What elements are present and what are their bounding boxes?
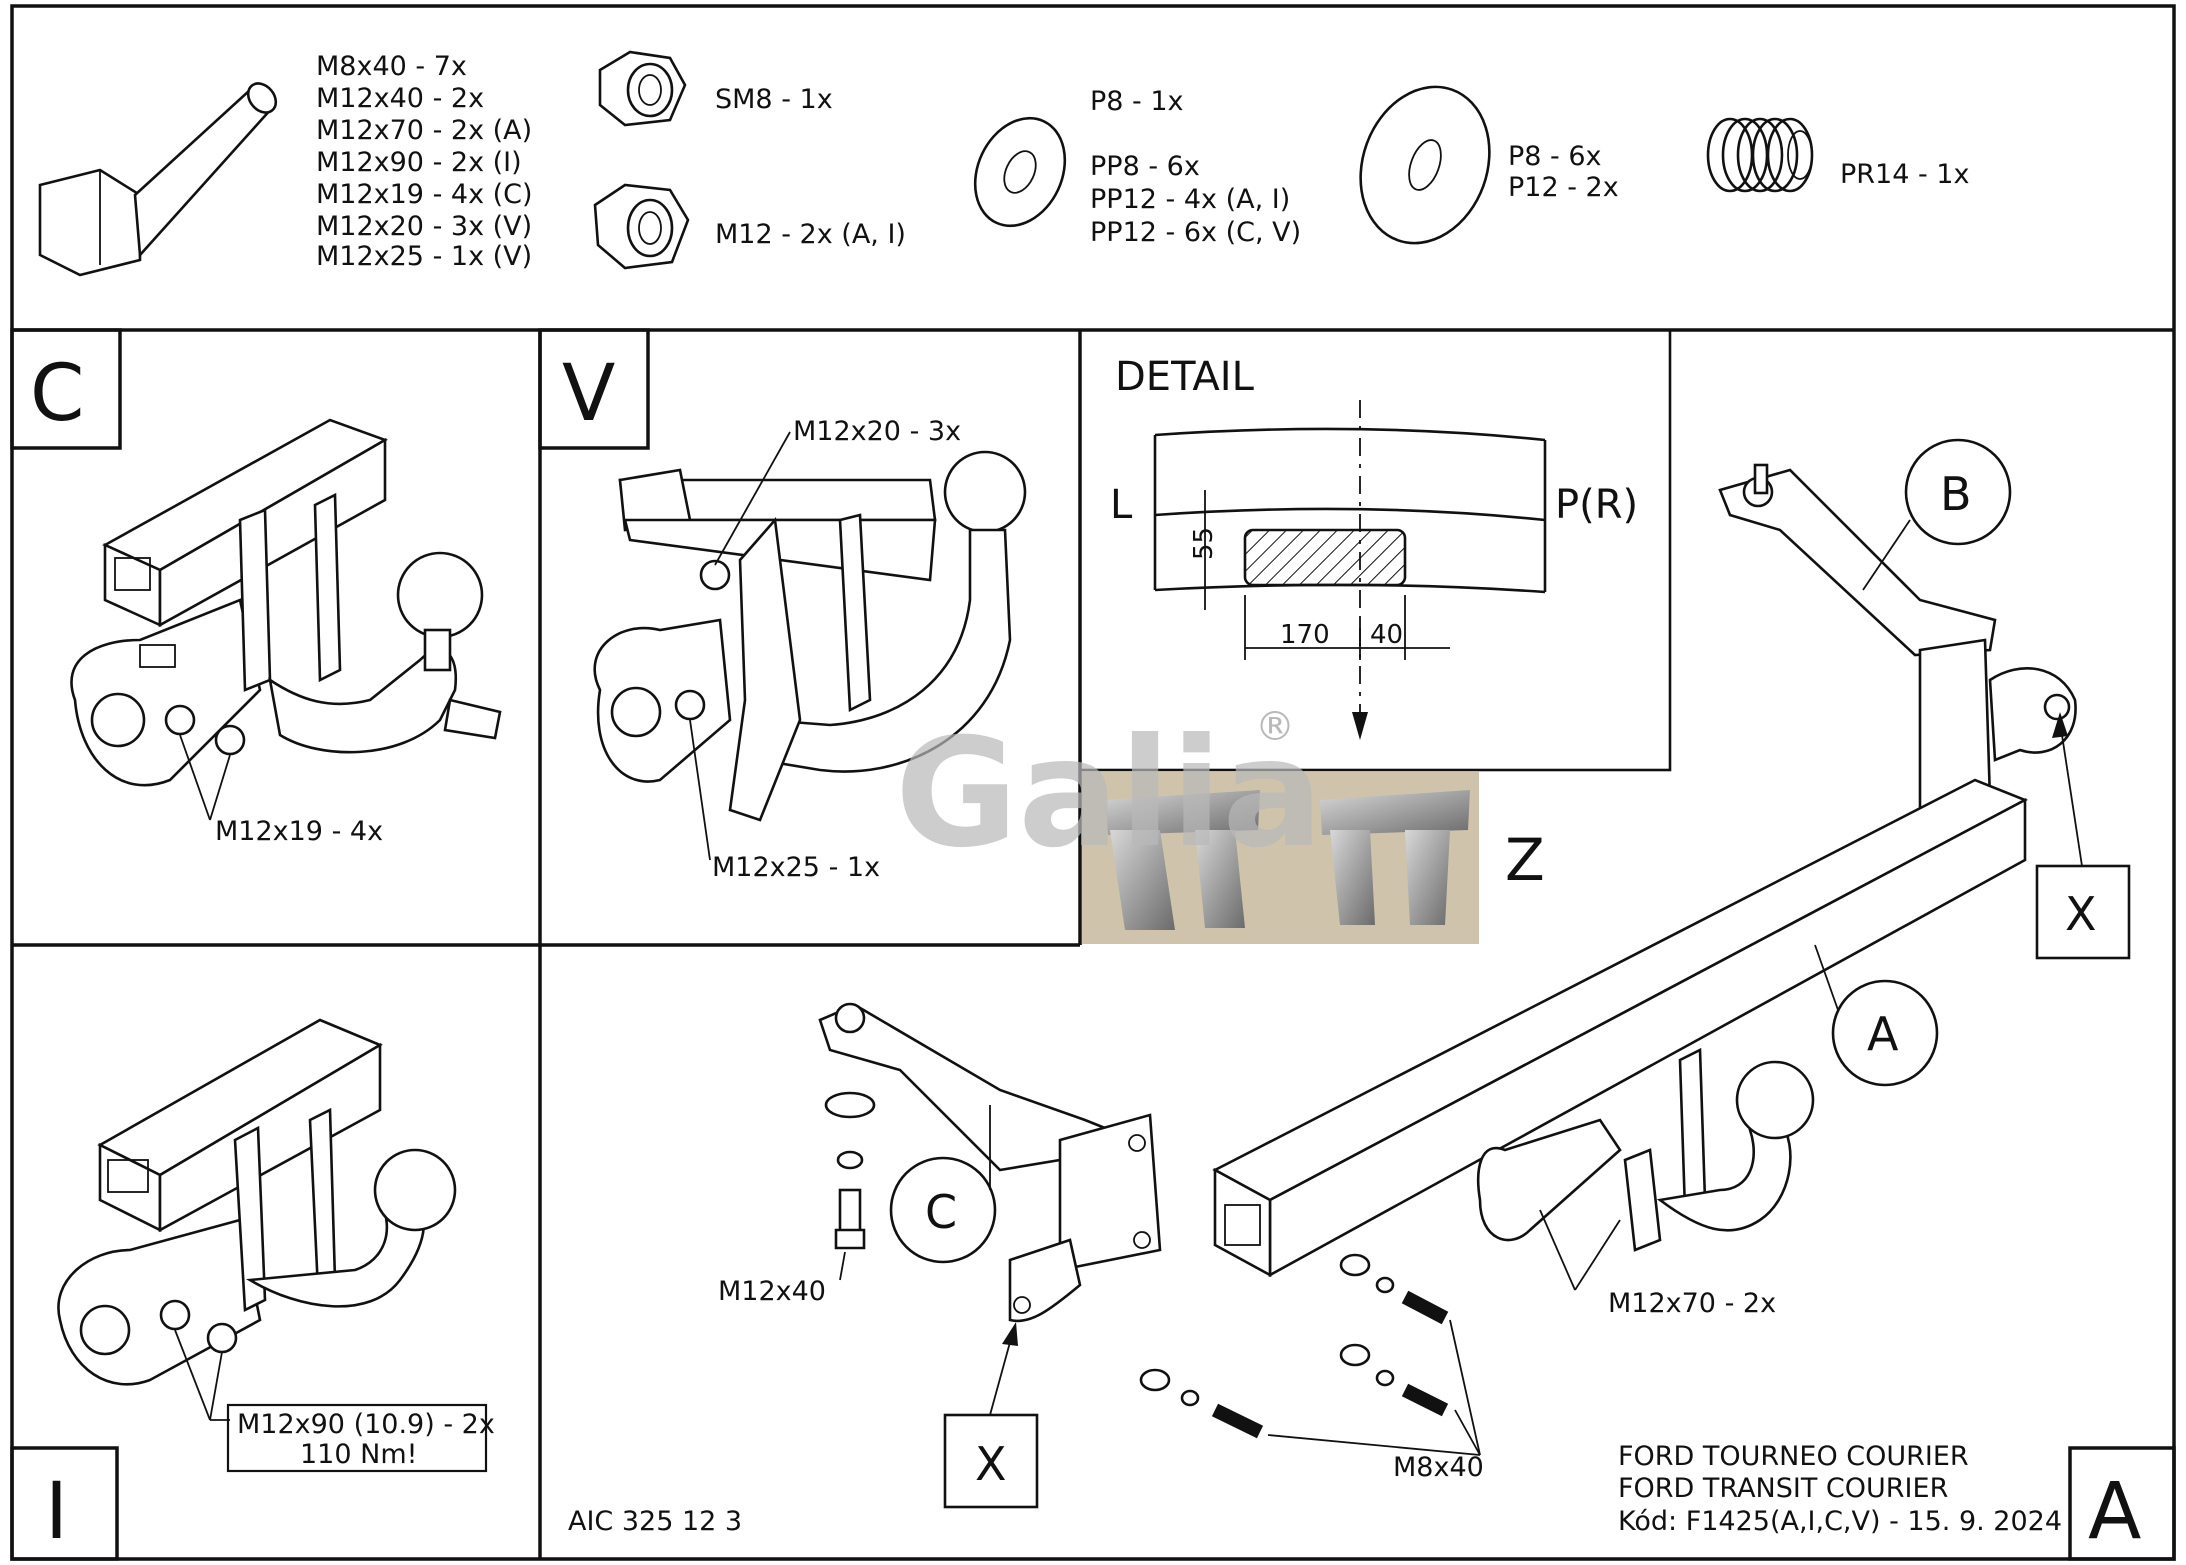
detail-label-p: P(R) bbox=[1555, 482, 1638, 528]
detail-title: DETAIL bbox=[1115, 354, 1255, 400]
spring-label: PR14 - 1x bbox=[1840, 159, 1969, 190]
detail-dim-40: 40 bbox=[1370, 620, 1403, 650]
panel-i-towbar-drawing bbox=[57, 1018, 457, 1386]
registered-mark-icon: ® bbox=[1255, 704, 1295, 750]
washer-pp12-cv: PP12 - 6x (C, V) bbox=[1090, 217, 1301, 248]
x-marker-right-label: X bbox=[2065, 887, 2097, 941]
bolt-m12x20: M12x20 - 3x (V) bbox=[316, 211, 532, 242]
panel-v-towbar-drawing bbox=[593, 450, 1027, 822]
panel-i-letter: I bbox=[45, 1467, 68, 1557]
callout-c bbox=[889, 1105, 997, 1264]
x-marker-left bbox=[943, 1322, 1039, 1509]
detail-dim-170: 170 bbox=[1280, 620, 1330, 650]
bolt-m12x90: M12x90 - 2x (I) bbox=[316, 147, 522, 178]
nut-sm8-label: SM8 - 1x bbox=[715, 84, 833, 115]
bolt-m12x40: M12x40 - 2x bbox=[316, 83, 484, 114]
lock-nut-icon bbox=[598, 50, 687, 127]
spring-icon bbox=[1706, 117, 1814, 193]
galia-watermark: Galia bbox=[895, 707, 1323, 881]
callout-a bbox=[1814, 944, 1939, 1087]
main-m12x40-label: M12x40 bbox=[718, 1276, 826, 1307]
small-washer-icon bbox=[973, 116, 1067, 228]
main-assembly-drawing bbox=[818, 463, 2077, 1439]
panel-v-leaders bbox=[689, 431, 791, 861]
main-leaders bbox=[839, 1209, 1621, 1456]
bolt-m12x19: M12x19 - 4x (C) bbox=[316, 179, 533, 210]
panel-i-callout-line2: 110 Nm! bbox=[300, 1439, 417, 1470]
washer-pp12-ai: PP12 - 4x (A, I) bbox=[1090, 184, 1290, 215]
main-m8x40-label: M8x40 bbox=[1393, 1452, 1484, 1483]
bolt-icon bbox=[38, 82, 278, 277]
callout-c-label: C bbox=[925, 1185, 957, 1239]
detail-dim-55: 55 bbox=[1189, 527, 1219, 560]
panel-c-leaders bbox=[179, 734, 231, 821]
panel-i-callout-box bbox=[226, 1403, 488, 1473]
bolt-m8x40: M8x40 - 7x bbox=[316, 51, 467, 82]
detail-label-l: L bbox=[1110, 482, 1133, 528]
small-washer-list: P8 - 1x PP8 - 6x PP12 - 4x (A, I) PP12 -… bbox=[1090, 86, 1301, 248]
panel-v-callout-top: M12x20 - 3x bbox=[793, 416, 961, 447]
bolt-m12x70: M12x70 - 2x (A) bbox=[316, 115, 532, 146]
x-marker-right bbox=[2035, 712, 2131, 960]
main-m12x70-label: M12x70 - 2x bbox=[1608, 1288, 1776, 1319]
callout-b bbox=[1862, 438, 2012, 591]
detail-frame bbox=[1078, 328, 1672, 772]
bolt-list: M8x40 - 7x M12x40 - 2x M12x70 - 2x (A) M… bbox=[316, 51, 533, 272]
panel-v-callout-bottom: M12x25 - 1x bbox=[712, 852, 880, 883]
panel-c-callout: M12x19 - 4x bbox=[215, 816, 383, 847]
callout-b-label: B bbox=[1940, 467, 1972, 521]
panel-i-callout-line1: M12x90 (10.9) - 2x bbox=[237, 1409, 495, 1440]
vehicle-line-2: FORD TRANSIT COURIER bbox=[1618, 1473, 1948, 1504]
panel-c-towbar-drawing bbox=[70, 418, 502, 787]
kod-line: Kód: F1425(A,I,C,V) - 15. 9. 2024 bbox=[1618, 1506, 2062, 1537]
vehicle-line-1: FORD TOURNEO COURIER bbox=[1618, 1441, 1969, 1472]
panel-c-letter: C bbox=[30, 349, 84, 439]
panel-i-leaders bbox=[174, 1329, 230, 1421]
washer-large-p12: P12 - 2x bbox=[1508, 172, 1619, 203]
large-washer-icon bbox=[1359, 85, 1491, 245]
nut-m12-label: M12 - 2x (A, I) bbox=[715, 219, 906, 250]
washer-p8-label: P8 - 1x bbox=[1090, 86, 1184, 117]
callout-a-label: A bbox=[1867, 1007, 1899, 1061]
drawing-code: AIC 325 12 3 bbox=[568, 1506, 742, 1537]
large-washer-list: P8 - 6x P12 - 2x bbox=[1508, 141, 1619, 203]
washer-large-p8: P8 - 6x bbox=[1508, 141, 1602, 172]
panel-v-letter: V bbox=[562, 349, 615, 439]
bolt-m12x25: M12x25 - 1x (V) bbox=[316, 241, 532, 272]
detail-view-z: Z bbox=[1505, 826, 1545, 894]
panel-a-letter: A bbox=[2088, 1467, 2141, 1557]
washer-pp8-label: PP8 - 6x bbox=[1090, 151, 1200, 182]
hex-nut-icon bbox=[593, 183, 690, 270]
x-marker-left-label: X bbox=[975, 1437, 1007, 1491]
detail-section-drawing bbox=[1153, 400, 1547, 740]
bracket-photo bbox=[1082, 772, 1479, 944]
